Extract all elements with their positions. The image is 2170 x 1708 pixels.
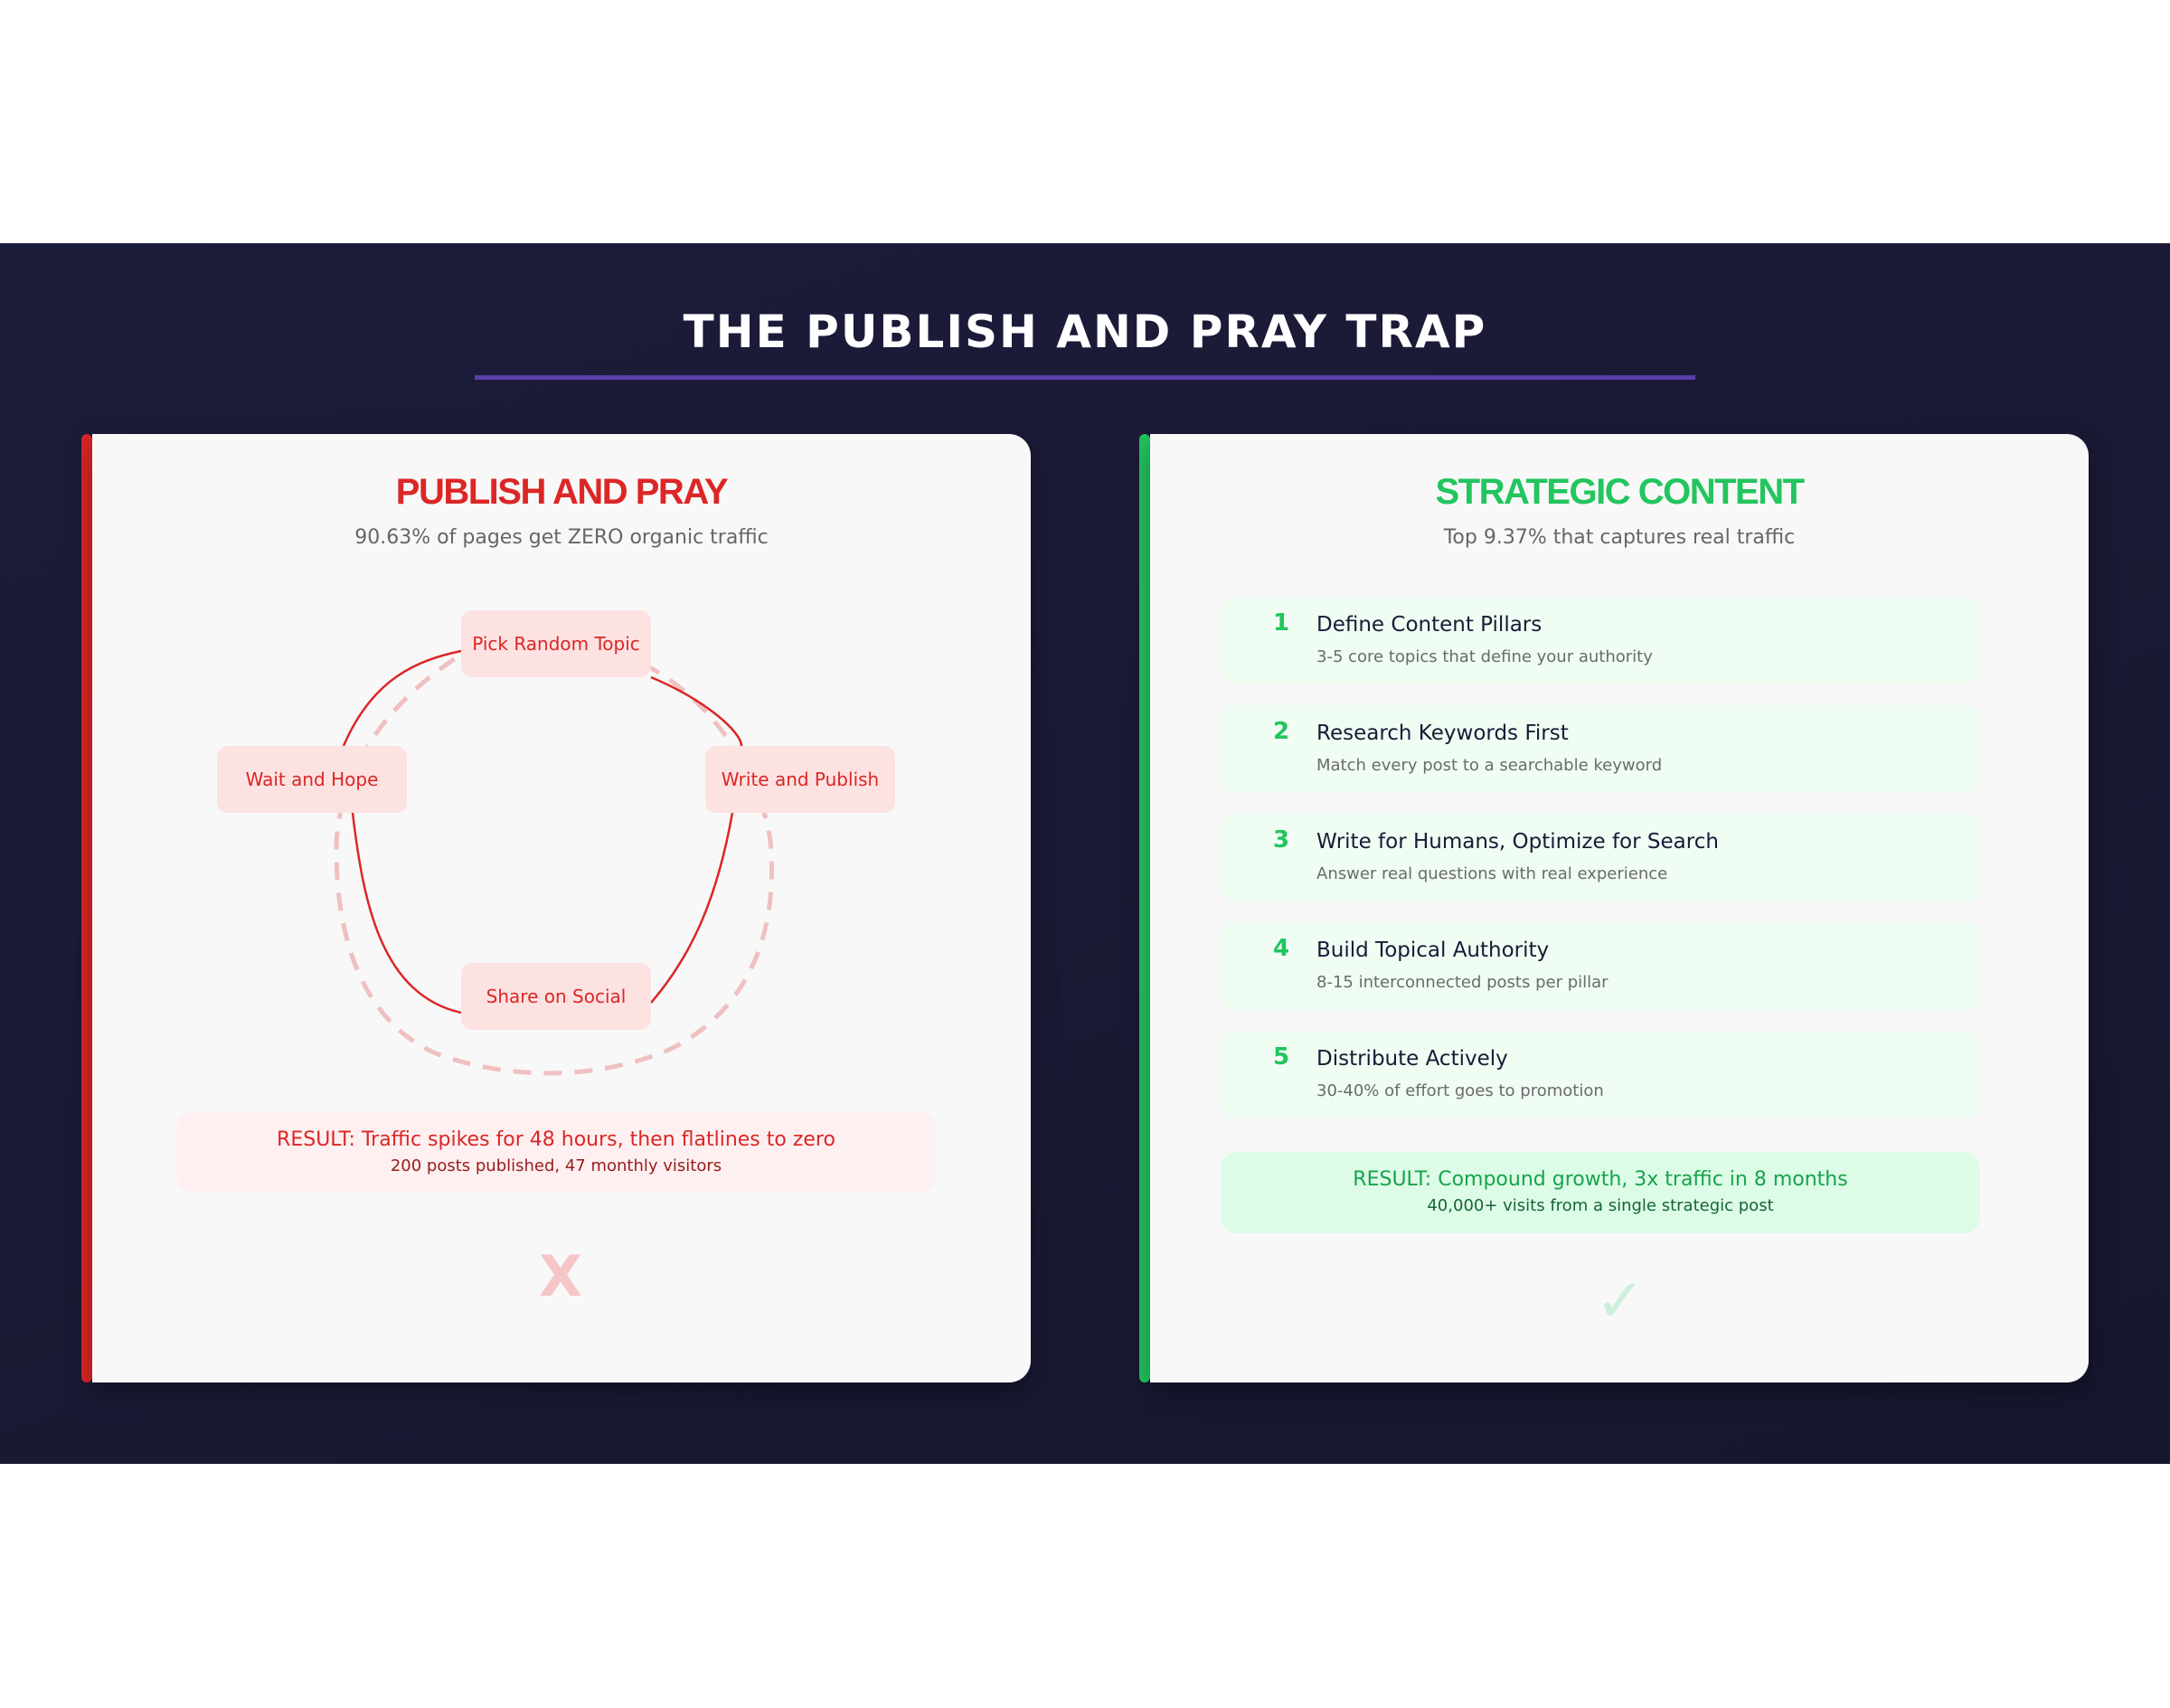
step-description: Answer real questions with real experien… — [1316, 864, 1668, 883]
step-number: 4 — [1273, 935, 1290, 962]
page-title: THE PUBLISH AND PRAY TRAP — [683, 306, 1487, 358]
step-title: Write for Humans, Optimize for Search — [1316, 830, 1719, 854]
step-description: Match every post to a searchable keyword — [1316, 756, 1663, 775]
left-result-headline: RESULT: Traffic spikes for 48 hours, the… — [277, 1128, 835, 1151]
step-item: 4 Build Topical Authority 8-15 interconn… — [1221, 922, 1980, 1010]
step-item: 5 Distribute Actively 30-40% of effort g… — [1221, 1031, 1980, 1118]
connector-write-to-share — [650, 812, 734, 1004]
step-item: 1 Define Content Pillars 3-5 core topics… — [1221, 597, 1980, 684]
right-card-subtitle: Top 9.37% that captures real traffic — [1443, 526, 1796, 549]
step-description: 8-15 interconnected posts per pillar — [1316, 973, 1609, 992]
cycle-node-wait-and-hope: Wait and Hope — [217, 746, 407, 813]
step-item: 3 Write for Humans, Optimize for Search … — [1221, 814, 1980, 901]
left-card-subtitle: 90.63% of pages get ZERO organic traffic — [354, 526, 769, 549]
strategic-content-card: STRATEGIC CONTENT Top 9.37% that capture… — [1150, 434, 2089, 1382]
step-description: 3-5 core topics that define your authori… — [1316, 647, 1653, 666]
right-result-headline: RESULT: Compound growth, 3x traffic in 8… — [1353, 1168, 1848, 1191]
cycle-node-pick-random-topic: Pick Random Topic — [461, 610, 651, 677]
left-accent-bar — [81, 434, 92, 1382]
left-card-title: PUBLISH AND PRAY — [395, 472, 729, 512]
connector-topic-to-write — [650, 675, 743, 747]
right-result-box: RESULT: Compound growth, 3x traffic in 8… — [1221, 1152, 1980, 1233]
title-underline — [475, 375, 1695, 380]
step-number: 2 — [1273, 718, 1290, 745]
left-result-box: RESULT: Traffic spikes for 48 hours, the… — [176, 1112, 936, 1192]
step-title: Define Content Pillars — [1316, 613, 1543, 637]
step-item: 2 Research Keywords First Match every po… — [1221, 705, 1980, 793]
right-accent-bar — [1139, 434, 1150, 1382]
step-description: 30-40% of effort goes to promotion — [1316, 1081, 1604, 1100]
right-result-detail: 40,000+ visits from a single strategic p… — [1427, 1196, 1774, 1215]
step-number: 1 — [1273, 609, 1290, 637]
step-title: Distribute Actively — [1316, 1047, 1508, 1071]
connector-wait-to-topic — [342, 649, 462, 747]
x-mark-icon: X — [539, 1243, 582, 1309]
connector-share-to-wait — [351, 812, 462, 1014]
right-card-title: STRATEGIC CONTENT — [1435, 472, 1805, 512]
publish-and-pray-card: PUBLISH AND PRAY 90.63% of pages get ZER… — [92, 434, 1031, 1382]
left-result-detail: 200 posts published, 47 monthly visitors — [390, 1156, 722, 1175]
step-title: Research Keywords First — [1316, 722, 1569, 745]
cycle-node-write-and-publish: Write and Publish — [705, 746, 895, 813]
step-number: 5 — [1273, 1043, 1290, 1071]
cycle-connectors — [334, 645, 774, 1076]
cycle-node-share-on-social: Share on Social — [461, 963, 651, 1030]
checkmark-icon: ✓ — [1595, 1266, 1646, 1335]
step-number: 3 — [1273, 826, 1290, 854]
step-title: Build Topical Authority — [1316, 939, 1550, 962]
